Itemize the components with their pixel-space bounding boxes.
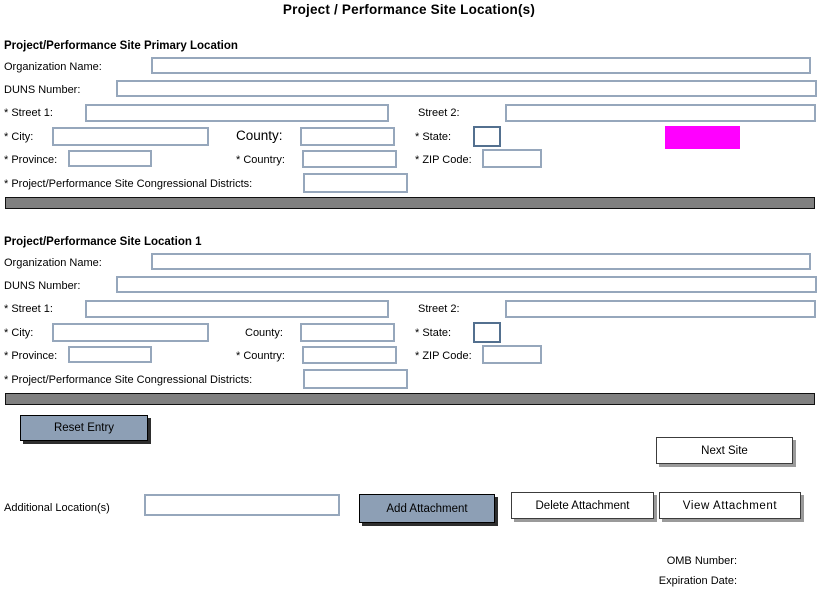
county-input[interactable] [300, 323, 395, 342]
city-input[interactable] [52, 127, 209, 146]
street1-input[interactable] [85, 300, 389, 318]
organization-name-input[interactable] [151, 57, 811, 74]
country-label: * Country: [236, 154, 285, 166]
state-highlight [665, 126, 740, 149]
next-site-button[interactable]: Next Site [656, 437, 793, 464]
state-input[interactable] [473, 126, 501, 147]
county-label: County: [245, 327, 283, 339]
street2-input[interactable] [505, 300, 816, 318]
state-label: * State: [415, 131, 452, 143]
organization-name-input[interactable] [151, 253, 811, 270]
state-label: * State: [415, 327, 452, 339]
organization-name-label: Organization Name: [4, 61, 102, 73]
delete-attachment-button[interactable]: Delete Attachment [511, 492, 654, 519]
city-label: * City: [4, 131, 34, 143]
add-attachment-button[interactable]: Add Attachment [359, 494, 495, 523]
country-input[interactable] [302, 346, 397, 364]
street1-label: * Street 1: [4, 303, 53, 315]
duns-number-input[interactable] [116, 80, 817, 97]
expiration-date-label: Expiration Date: [658, 575, 737, 587]
street1-label: * Street 1: [4, 107, 53, 119]
congressional-districts-label: * Project/Performance Site Congressional… [4, 374, 253, 386]
section-header-primary-location: Project/Performance Site Primary Locatio… [4, 40, 238, 52]
street2-label: Street 2: [418, 107, 460, 119]
additional-locations-input[interactable] [144, 494, 340, 516]
zip-code-input[interactable] [482, 149, 542, 168]
state-input[interactable] [473, 322, 501, 343]
omb-number-label: OMB Number: [666, 555, 737, 567]
additional-locations-label: Additional Location(s) [4, 502, 110, 514]
duns-number-label: DUNS Number: [4, 280, 81, 292]
view-attachment-button[interactable]: View Attachment [659, 492, 801, 519]
street2-label: Street 2: [418, 303, 460, 315]
province-label: * Province: [4, 154, 58, 166]
duns-number-label: DUNS Number: [4, 84, 81, 96]
congressional-districts-input[interactable] [303, 173, 408, 193]
country-input[interactable] [302, 150, 397, 168]
city-input[interactable] [52, 323, 209, 342]
street2-input[interactable] [505, 104, 816, 122]
section-divider [5, 393, 815, 405]
city-label: * City: [4, 327, 34, 339]
duns-number-input[interactable] [116, 276, 817, 293]
county-label: County: [236, 128, 283, 143]
province-input[interactable] [68, 150, 152, 167]
province-label: * Province: [4, 350, 58, 362]
section-header-location-1: Project/Performance Site Location 1 [4, 236, 202, 248]
street1-input[interactable] [85, 104, 389, 122]
county-input[interactable] [300, 127, 395, 146]
organization-name-label: Organization Name: [4, 257, 102, 269]
reset-entry-button[interactable]: Reset Entry [20, 415, 148, 441]
congressional-districts-input[interactable] [303, 369, 408, 389]
province-input[interactable] [68, 346, 152, 363]
zip-code-input[interactable] [482, 345, 542, 364]
section-divider [5, 197, 815, 209]
page-title: Project / Performance Site Location(s) [282, 2, 536, 17]
zip-code-label: * ZIP Code: [415, 350, 472, 362]
congressional-districts-label: * Project/Performance Site Congressional… [4, 178, 253, 190]
zip-code-label: * ZIP Code: [415, 154, 472, 166]
country-label: * Country: [236, 350, 285, 362]
